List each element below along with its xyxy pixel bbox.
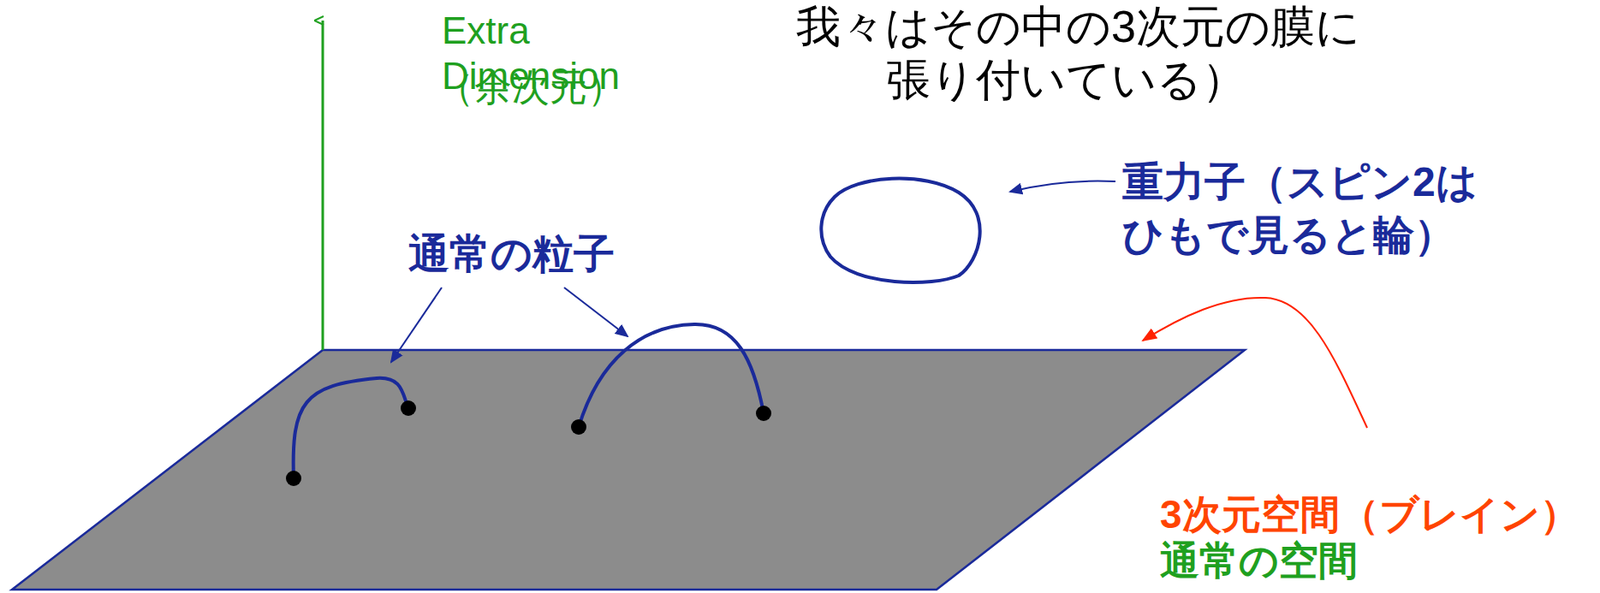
string-end xyxy=(571,419,587,435)
leader-line xyxy=(564,287,628,337)
heading-text: 我々はその中の3次元の膜に xyxy=(796,0,1361,54)
axis-arrow xyxy=(321,20,325,351)
leader-line xyxy=(391,287,442,363)
open-string xyxy=(293,378,409,479)
closed-string xyxy=(820,178,980,283)
open-string xyxy=(578,324,764,428)
space-label: 通常の空間 xyxy=(1159,537,1358,585)
leader-line xyxy=(1010,181,1116,193)
leader-line xyxy=(1142,297,1368,429)
string-end xyxy=(400,400,417,417)
axis-label: （余次元） xyxy=(436,65,625,111)
heading-text: 張り付いている） xyxy=(886,53,1247,107)
brane-plane xyxy=(11,350,1245,590)
brane-label: 3次元空間（ブレイン） xyxy=(1159,491,1580,539)
particle-label: 通常の粒子 xyxy=(408,229,615,280)
string-end xyxy=(285,470,302,487)
graviton-label: 重力子（スピン2は ひもで見ると輪） xyxy=(1122,155,1482,263)
string-end xyxy=(755,405,772,422)
